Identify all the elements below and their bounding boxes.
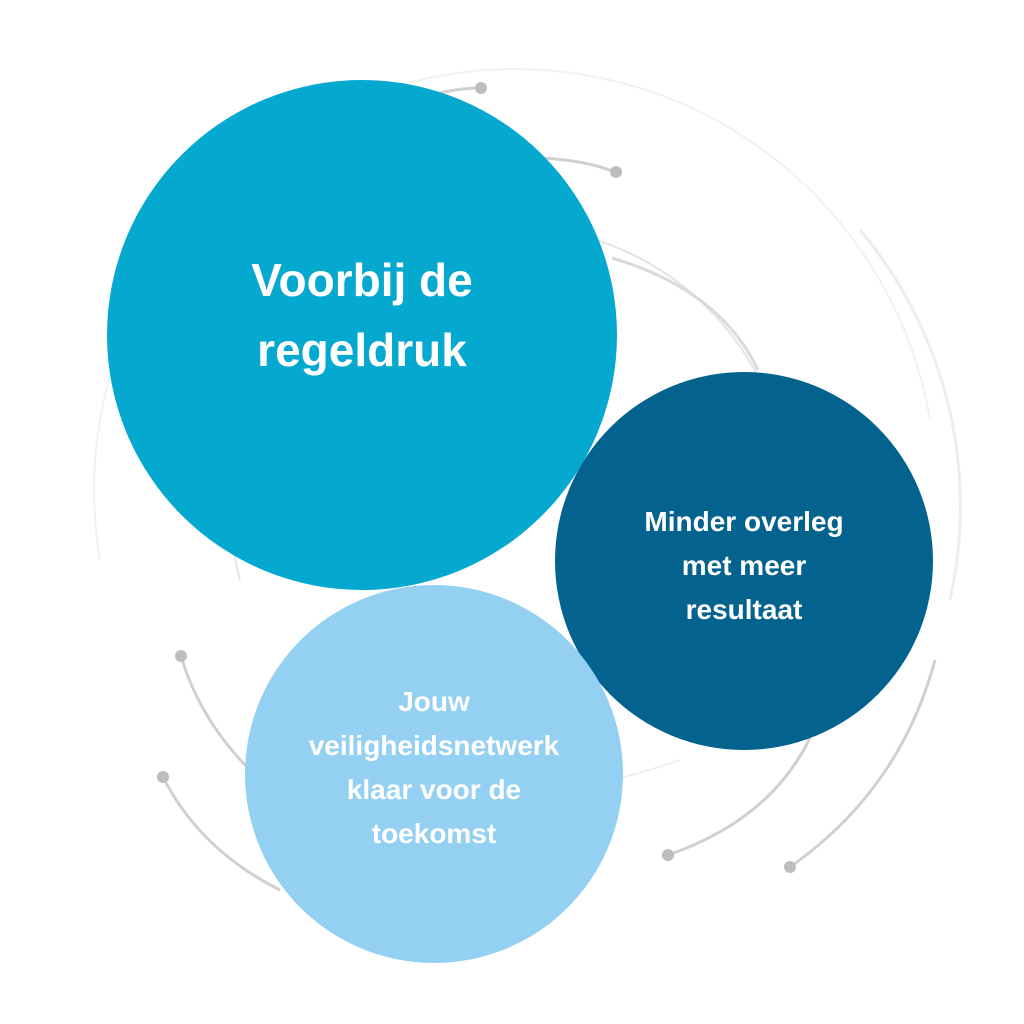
orbit-dot — [784, 861, 796, 873]
orbit-arc-left-1 — [179, 655, 252, 772]
orbit-dot — [157, 771, 169, 783]
orbit-dot — [475, 82, 487, 94]
circle-overleg-label: Minder overleg met meer resultaat — [644, 506, 844, 625]
orbit-arc-middle — [611, 256, 760, 371]
circle-regeldruk-label: Voorbij de regeldruk — [251, 254, 473, 376]
orbit-arc-right-2 — [789, 659, 937, 869]
orbit-dot — [175, 650, 187, 662]
circle-overleg: Minder overleg met meer resultaat — [555, 372, 933, 750]
circle-veiligheidsnetwerk-label: Jouw veiligheidsnetwerk klaar voor de to… — [308, 686, 560, 849]
circle-veiligheidsnetwerk: Jouw veiligheidsnetwerk klaar voor de to… — [245, 585, 623, 963]
orbit-arc-left-2 — [161, 776, 281, 892]
orbit-arc-right-1 — [667, 737, 812, 857]
orbit-arc-top-2 — [539, 156, 616, 174]
orbit-ring-right — [858, 229, 962, 601]
circle-regeldruk: Voorbij de regeldruk — [107, 80, 617, 590]
orbit-dot — [610, 166, 622, 178]
orbit-dot — [662, 849, 674, 861]
